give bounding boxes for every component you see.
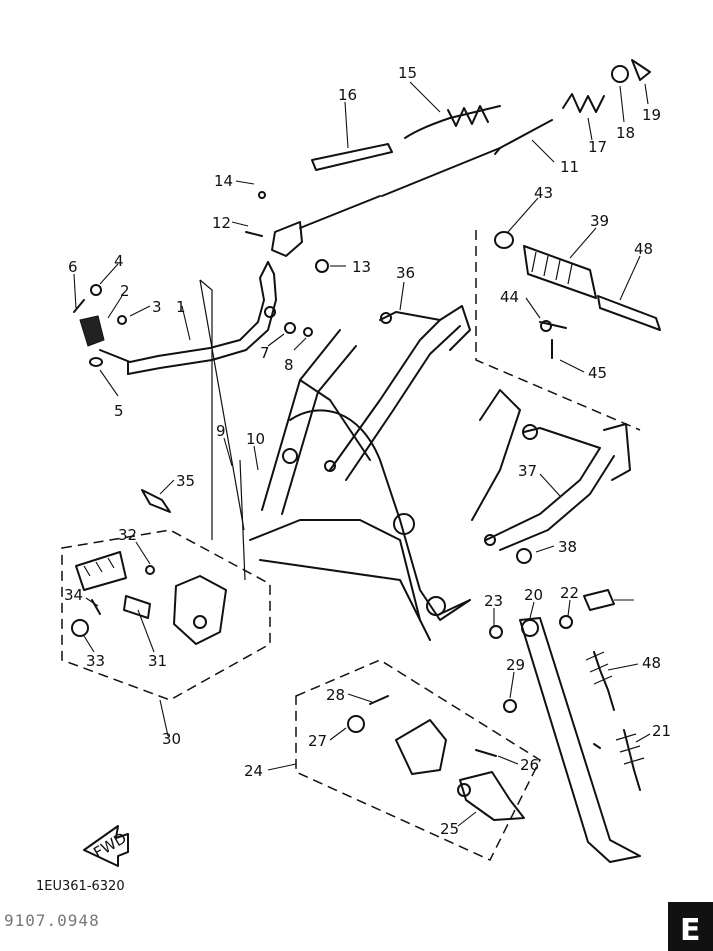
callout-34: 34 bbox=[64, 586, 83, 604]
grab-bar-36 bbox=[324, 305, 471, 481]
callout-4: 4 bbox=[114, 252, 124, 270]
callout-30: 30 bbox=[162, 730, 181, 748]
callout-5: 5 bbox=[114, 402, 124, 420]
footrest-assembly-24 bbox=[295, 599, 541, 861]
grab-bar-37 bbox=[484, 423, 631, 564]
callout-17: 17 bbox=[588, 138, 607, 156]
callout-28: 28 bbox=[326, 686, 345, 704]
callout-29: 29 bbox=[506, 656, 525, 674]
callout-24: 24 bbox=[244, 762, 263, 780]
callout-6: 6 bbox=[68, 258, 78, 276]
callout-8: 8 bbox=[284, 356, 294, 374]
callout-26: 26 bbox=[520, 756, 539, 774]
callout-27: 27 bbox=[308, 732, 327, 750]
callout-35: 35 bbox=[176, 472, 195, 490]
brake-rod-assembly bbox=[311, 59, 651, 197]
callout-25: 25 bbox=[440, 820, 459, 838]
callout-31: 31 bbox=[148, 652, 167, 670]
stamp-text: 9107.0948 bbox=[4, 911, 100, 930]
brake-pedal-group bbox=[73, 261, 313, 375]
drawing-code: 1EU361-6320 bbox=[36, 879, 125, 894]
callout-32: 32 bbox=[118, 526, 137, 544]
callout-16: 16 bbox=[338, 86, 357, 104]
callout-1: 1 bbox=[176, 298, 186, 316]
callout-21: 21 bbox=[652, 722, 671, 740]
callout-23: 23 bbox=[484, 592, 503, 610]
callout-41: 43 bbox=[534, 184, 553, 202]
callout-43: 45 bbox=[588, 364, 607, 382]
callout-7: 7 bbox=[260, 344, 270, 362]
callout-15: 15 bbox=[398, 64, 417, 82]
callout-36: 36 bbox=[396, 264, 415, 282]
pedal-bracket bbox=[245, 191, 381, 273]
callout-48: 48 bbox=[634, 240, 653, 258]
callout-20: 20 bbox=[524, 586, 543, 604]
callout-labels: 16 15 11 17 18 19 14 12 13 4 6 2 3 1 5 7 bbox=[64, 64, 671, 838]
callout-10: 10 bbox=[246, 430, 265, 448]
callout-44: 48 bbox=[642, 654, 661, 672]
side-stand-assembly bbox=[489, 589, 645, 863]
callout-37: 37 bbox=[518, 462, 537, 480]
callout-11: 11 bbox=[560, 158, 579, 176]
frame-structure bbox=[199, 279, 521, 641]
pillion-footrest-parts bbox=[475, 230, 661, 431]
callout-18: 18 bbox=[616, 124, 635, 142]
callout-14: 14 bbox=[214, 172, 233, 190]
callout-42: 44 bbox=[500, 288, 519, 306]
callout-38: 38 bbox=[558, 538, 577, 556]
corner-mark-letter: E bbox=[680, 913, 701, 948]
callout-22: 22 bbox=[560, 584, 579, 602]
corner-mark: E bbox=[668, 902, 713, 951]
callout-9: 9 bbox=[216, 422, 226, 440]
fwd-arrow-icon: FWD bbox=[83, 825, 130, 867]
callout-33: 33 bbox=[86, 652, 105, 670]
callout-12: 12 bbox=[212, 214, 231, 232]
callout-3: 3 bbox=[152, 298, 162, 316]
callout-39: 39 bbox=[590, 212, 609, 230]
callout-19: 19 bbox=[642, 106, 661, 124]
fwd-label: FWD bbox=[90, 829, 129, 862]
callout-13: 13 bbox=[352, 258, 371, 276]
callout-2: 2 bbox=[120, 282, 130, 300]
